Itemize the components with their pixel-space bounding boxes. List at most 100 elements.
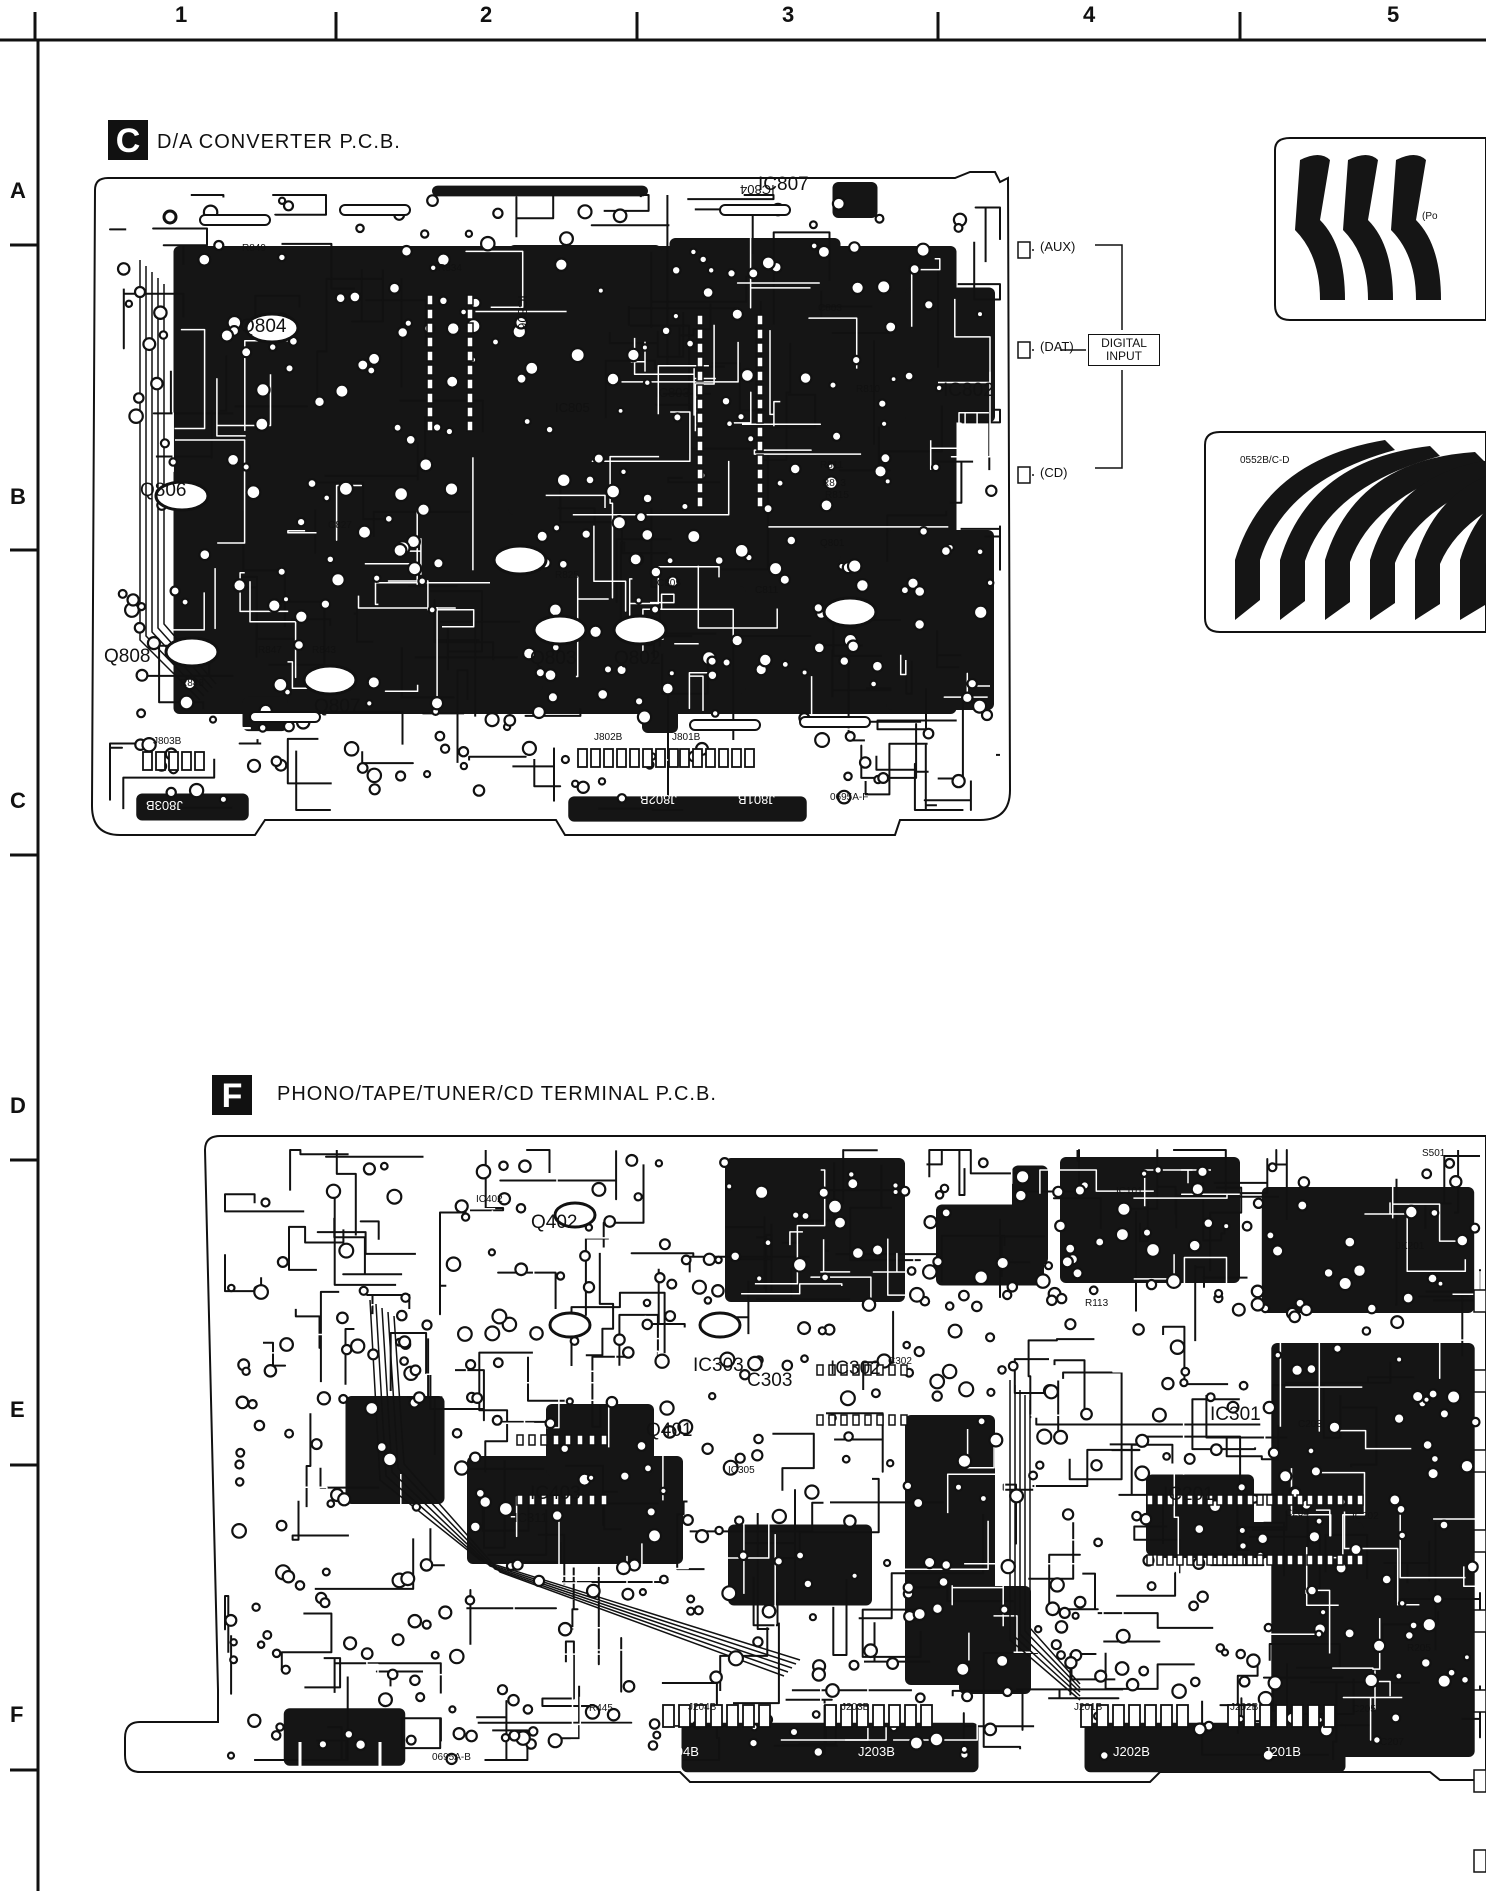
ic-pin-pad <box>828 1364 836 1376</box>
copper-trace <box>291 1500 349 1541</box>
solder-pad <box>231 1522 248 1539</box>
solder-pad <box>1125 1677 1140 1692</box>
copper-trace <box>754 1169 826 1285</box>
solder-pad <box>730 307 745 321</box>
solder-pad <box>642 1463 654 1474</box>
connector-label: J802B <box>640 792 677 807</box>
rca-jack <box>1473 1369 1486 1393</box>
solder-pad <box>468 1520 482 1534</box>
solder-pad <box>1403 1630 1415 1641</box>
solder-pad <box>958 1289 970 1302</box>
solder-pad <box>474 1487 486 1499</box>
ic-pin-pad <box>1266 1554 1274 1566</box>
board-right-label: (Po <box>1422 211 1438 222</box>
copper-trace <box>756 1513 770 1630</box>
solder-pad <box>1267 1446 1281 1460</box>
solder-pad <box>491 1308 508 1325</box>
column-label: 5 <box>1387 2 1400 27</box>
transistor-outline <box>698 1311 742 1339</box>
copper-fill <box>728 1524 872 1606</box>
copper-trace <box>688 671 709 711</box>
solder-pad <box>546 691 560 704</box>
copper-trace <box>512 747 555 802</box>
copper-trace <box>966 1429 995 1469</box>
solder-pad <box>658 1238 671 1251</box>
solder-pad <box>1431 1593 1444 1605</box>
solder-pad <box>714 1255 723 1265</box>
copper-trace <box>789 1231 803 1246</box>
solder-pad <box>1035 1273 1051 1289</box>
ic-pin-pad <box>696 328 704 340</box>
solder-pad <box>126 593 140 607</box>
ic-pin-pad <box>466 322 474 334</box>
solder-pad <box>276 566 287 578</box>
solder-pad <box>1371 1638 1387 1654</box>
copper-trace <box>1236 1510 1288 1531</box>
copper-trace <box>1133 1193 1240 1199</box>
part-label: C205 <box>1352 1704 1376 1715</box>
ic-pin-pad <box>1356 1554 1364 1566</box>
copper-trace <box>1205 1395 1288 1439</box>
solder-pad <box>739 367 755 383</box>
copper-trace <box>1330 1429 1412 1450</box>
solder-pad <box>902 1340 912 1350</box>
part-label: IC311 <box>514 1510 548 1525</box>
solder-pad <box>973 1269 989 1286</box>
solder-pad <box>975 309 985 319</box>
copper-trace <box>429 590 483 671</box>
connector-pin <box>856 1704 869 1728</box>
solder-pad <box>334 292 347 305</box>
solder-pad <box>721 1585 738 1602</box>
copper-trace <box>287 661 327 689</box>
copper-trace <box>384 684 419 693</box>
solder-pad <box>934 1190 945 1200</box>
ic-pin-pad <box>466 392 474 404</box>
solder-pad <box>781 1359 794 1372</box>
solder-pad <box>208 715 218 724</box>
solder-pad <box>532 1574 546 1588</box>
solder-pad <box>241 1366 251 1377</box>
column-label: 4 <box>1083 2 1096 27</box>
solder-pad <box>319 598 332 610</box>
row-label: E <box>10 1397 25 1422</box>
ic-pin-pad <box>466 294 474 306</box>
solder-pad <box>1190 1676 1201 1688</box>
connector-pin <box>731 748 742 768</box>
solder-pad <box>1307 1530 1322 1544</box>
solder-pad <box>1006 1281 1019 1293</box>
ic-pin-pad <box>840 1414 848 1426</box>
solder-pad <box>908 1735 925 1751</box>
copper-trace <box>515 195 555 238</box>
rca-jack <box>1473 1769 1486 1793</box>
solder-pad <box>863 1643 878 1659</box>
ic-pin-pad <box>756 356 764 368</box>
solder-pad <box>1459 1458 1475 1474</box>
copper-trace <box>697 565 778 629</box>
solder-pad <box>1193 1523 1206 1536</box>
copper-trace <box>468 755 527 761</box>
copper-fill <box>1084 1722 1346 1773</box>
copper-trace <box>254 294 301 321</box>
ic-pin-pad <box>1316 1554 1324 1566</box>
copper-trace <box>650 507 661 647</box>
ic-pin-pad <box>696 482 704 494</box>
connector-pin <box>1307 1704 1320 1728</box>
solder-pad <box>848 1659 860 1671</box>
solder-pad <box>459 307 469 317</box>
rca-jack <box>1473 1289 1486 1313</box>
solder-pad <box>515 372 528 385</box>
solder-pad <box>966 677 978 690</box>
ic-pin-pad <box>756 426 764 438</box>
solder-pad <box>988 1432 1004 1448</box>
ic-pin-pad <box>696 398 704 410</box>
solder-pad <box>1290 1363 1304 1377</box>
bus-line <box>381 1307 793 1669</box>
solder-pad <box>560 754 571 765</box>
solder-pad <box>1403 1204 1419 1220</box>
part-label: IC303 <box>693 1355 744 1376</box>
solder-pad <box>1226 1400 1240 1414</box>
copper-trace <box>1391 1180 1467 1242</box>
solder-pad <box>953 222 964 233</box>
ic-pin-pad <box>756 468 764 480</box>
solder-pad <box>432 557 445 570</box>
